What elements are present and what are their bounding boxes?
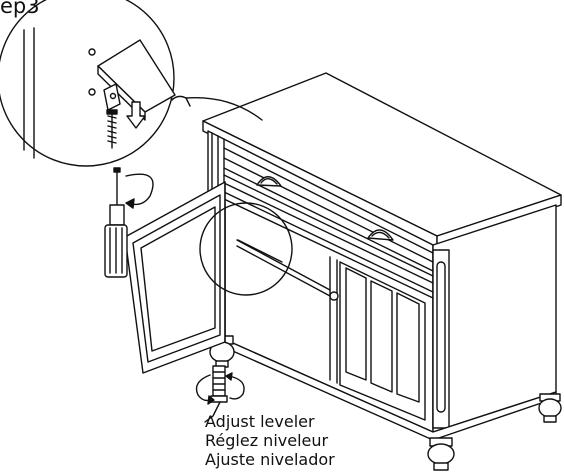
drawer [223,147,434,299]
right-door [339,261,426,421]
detail-circle [0,0,175,167]
cabinet [202,72,562,471]
open-left-door [124,181,226,374]
caption-french: Réglez niveleur [205,431,329,450]
drawer-pull-right [367,229,394,241]
caption-spanish: Ajuste nivelador [205,450,335,469]
leveler [210,365,228,403]
drawer-pull-left [256,176,282,187]
detail-callout [0,0,176,167]
caption-leader [204,401,221,423]
leveler-caption: Adjust leveler Réglez niveleur Ajuste ni… [205,412,335,469]
door-knob [329,291,339,301]
leveler-rotate-arrow-left-icon [195,374,211,402]
right-pilaster [432,249,450,429]
caption-english: Adjust leveler [205,412,315,431]
zoom-circle-drawer [199,202,293,296]
rotate-arrow-icon [125,173,154,206]
screw [106,109,118,149]
down-arrow [126,101,146,129]
bun-foot-back-right [538,393,562,423]
leveler-rotate-arrow-right-icon [228,375,245,400]
clip-bracket [103,83,121,111]
bun-foot-front-right [427,437,455,471]
shelf-rod [236,239,331,291]
screwdriver-icon [104,167,128,278]
step-label: ep3 [0,0,40,18]
